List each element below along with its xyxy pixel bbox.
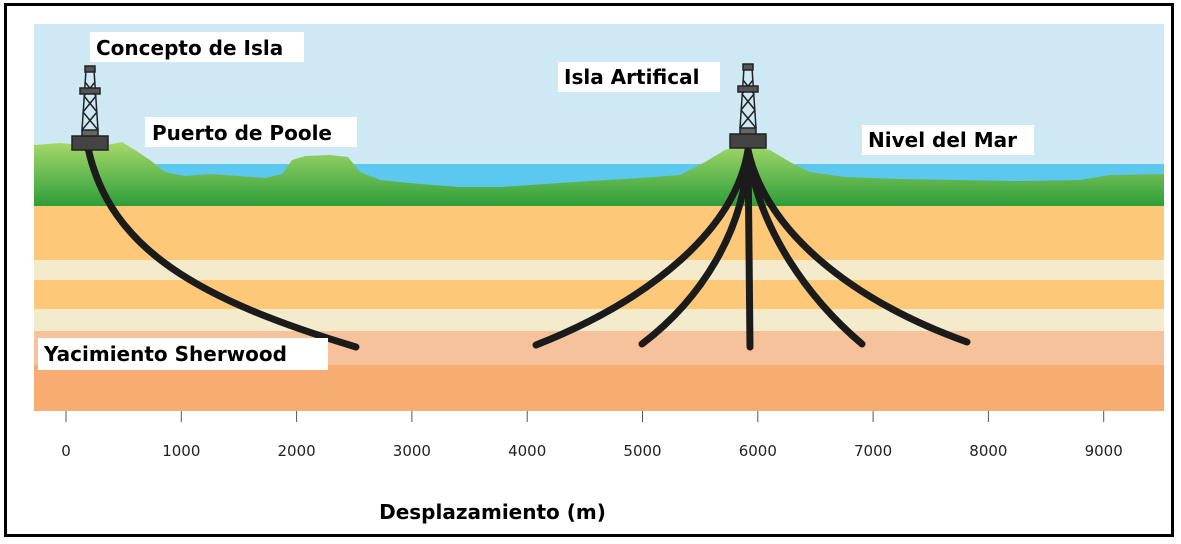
deep-layer: [34, 365, 1164, 411]
label-artificial-island: Isla Artifical: [564, 65, 699, 89]
x-tick-label: 8000: [969, 442, 1007, 460]
land-profile: [34, 142, 1164, 206]
well-path-1: [532, 146, 752, 349]
layer-1: [34, 206, 1164, 260]
x-axis-label: Desplazamiento (m): [379, 500, 606, 524]
x-tick-label: 5000: [623, 442, 661, 460]
well-path-island-concept: [84, 144, 360, 351]
x-tick-label: 4000: [508, 442, 546, 460]
label-island-concept: Concepto de Isla: [96, 36, 283, 60]
layer-2: [34, 260, 1164, 280]
x-tick-label: 2000: [278, 442, 316, 460]
label-sea-level: Nivel del Mar: [868, 128, 1017, 152]
well-path-3: [744, 146, 754, 351]
x-tick-label: 7000: [854, 442, 892, 460]
x-axis: 0 1000 2000 3000 4000 5000 6000 7000 8000 9000: [61, 411, 1123, 460]
drilling-rig-icon: [729, 63, 767, 149]
x-tick-label: 0: [61, 442, 71, 460]
x-tick-label: 1000: [162, 442, 200, 460]
x-tick-label: 3000: [393, 442, 431, 460]
drilling-rig-icon: [71, 65, 109, 151]
label-reservoir: Yacimiento Sherwood: [43, 342, 287, 366]
x-tick-label: 9000: [1085, 442, 1123, 460]
x-tick-label: 6000: [739, 442, 777, 460]
label-port: Puerto de Poole: [152, 121, 332, 145]
well-path-5: [744, 146, 971, 346]
